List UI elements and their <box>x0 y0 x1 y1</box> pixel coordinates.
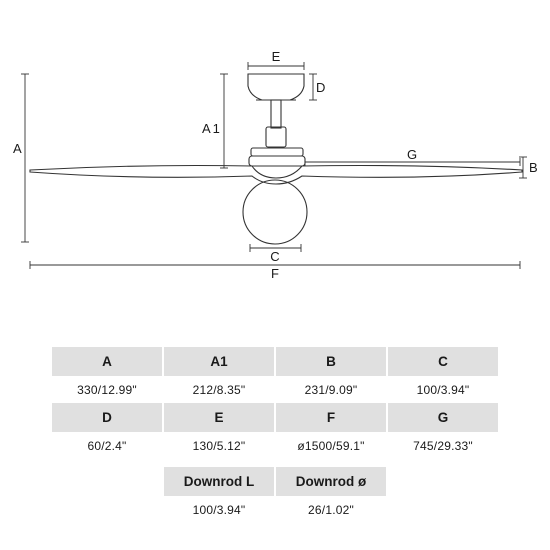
label-d: D <box>316 80 325 95</box>
label-e: E <box>272 49 281 64</box>
label-a: A <box>13 141 22 156</box>
spec-value: 130/5.12" <box>192 439 246 453</box>
fan-dimension-diagram: A A1 D E G B C F <box>13 49 538 281</box>
spec-key: E <box>164 403 274 432</box>
spec-cell-a: A 330/12.99" <box>52 347 162 404</box>
spec-value: ø1500/59.1" <box>297 439 365 453</box>
spec-value: 745/29.33" <box>413 439 473 453</box>
spec-cell-downrod-length: Downrod L 100/3.94" <box>164 467 274 524</box>
spec-value: 60/2.4" <box>87 439 127 453</box>
spec-key: B <box>276 347 386 376</box>
label-c: C <box>270 249 279 264</box>
downrod <box>265 99 287 148</box>
spec-key: C <box>388 347 498 376</box>
spec-cell-d: D 60/2.4" <box>52 403 162 460</box>
spec-cell-f: F ø1500/59.1" <box>276 403 386 460</box>
spec-cell-e: E 130/5.12" <box>164 403 274 460</box>
label-f: F <box>271 266 279 281</box>
spec-key: G <box>388 403 498 432</box>
spec-value: 212/8.35" <box>192 383 246 397</box>
motor-housing <box>248 147 306 167</box>
spec-value: 330/12.99" <box>77 383 137 397</box>
spec-key: A1 <box>164 347 274 376</box>
label-a1: A1 <box>202 121 222 136</box>
spec-key: D <box>52 403 162 432</box>
spec-cell-g: G 745/29.33" <box>388 403 498 460</box>
canopy <box>247 73 305 101</box>
spec-value: 100/3.94" <box>416 383 470 397</box>
label-g: G <box>407 147 417 162</box>
spec-cell-b: B 231/9.09" <box>276 347 386 404</box>
spec-cell-c: C 100/3.94" <box>388 347 498 404</box>
spec-key: A <box>52 347 162 376</box>
fan-blades <box>29 164 523 185</box>
label-b: B <box>529 160 538 175</box>
spec-key: Downrod L <box>164 467 274 496</box>
spec-cell-a1: A1 212/8.35" <box>164 347 274 404</box>
spec-value: 100/3.94" <box>192 503 246 517</box>
spec-cell-downrod-diameter: Downrod ø 26/1.02" <box>276 467 386 524</box>
spec-value: 26/1.02" <box>308 503 354 517</box>
spec-value: 231/9.09" <box>304 383 358 397</box>
dimension-lines <box>21 62 527 269</box>
spec-key: Downrod ø <box>276 467 386 496</box>
light-globe <box>242 179 308 245</box>
spec-key: F <box>276 403 386 432</box>
